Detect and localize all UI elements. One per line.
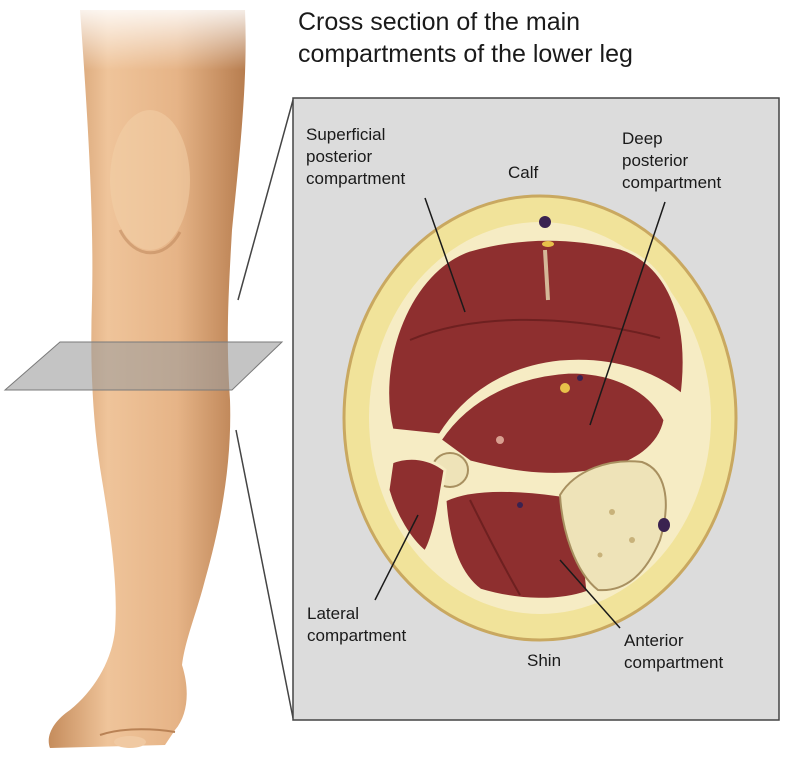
cross-section [342, 194, 738, 642]
knee-crease [118, 229, 182, 255]
deep-vessel-dark [577, 375, 583, 381]
deep-vessel-yellow [560, 383, 570, 393]
midline-septum [543, 249, 550, 301]
leader-superficial [424, 197, 466, 313]
connector-line-top [237, 99, 294, 301]
leg-top-fade [60, 0, 260, 70]
tibia-texture-2 [629, 537, 635, 543]
tibia-texture-1 [609, 509, 615, 515]
title-line-1: Cross section of the main [298, 8, 581, 36]
label-lateral-line-1: Lateral [307, 604, 359, 623]
label-lateral: Lateral compartment [307, 603, 406, 647]
label-deep-line-2: posterior [622, 151, 689, 170]
deep-posterior-muscle [437, 370, 667, 476]
anterior-vessel [517, 502, 523, 508]
leader-lines [374, 197, 666, 629]
leader-deep [589, 201, 666, 426]
label-superficial-posterior: Superficial posterior compartment [306, 124, 405, 190]
label-superficial-line-3: compartment [306, 169, 406, 188]
anterior-muscle-septum [469, 499, 521, 596]
lateral-muscle [386, 456, 447, 555]
label-deep-line-1: Deep [622, 129, 663, 148]
label-shin: Shin [527, 651, 562, 670]
label-superficial-line-1: Superficial [306, 125, 386, 144]
leader-lateral [374, 514, 419, 601]
superficial-posterior-muscle [386, 237, 686, 437]
small-saphenous-vessel [539, 216, 551, 228]
nerve-yellow [542, 241, 554, 247]
leader-anterior [559, 559, 621, 629]
deep-vessel-2 [496, 436, 504, 444]
toes-line [99, 728, 176, 736]
tibia-bone [558, 460, 667, 592]
label-anterior-line-1: Anterior [624, 631, 684, 650]
label-calf: Calf [508, 163, 539, 182]
big-toe [114, 736, 146, 748]
section-plane [3, 341, 284, 391]
label-anterior: Anterior compartment [624, 630, 723, 674]
title-line-2: compartments of the lower leg [298, 40, 633, 68]
great-saphenous-vessel [658, 518, 670, 532]
label-deep-posterior: Deep posterior compartment [622, 128, 721, 194]
label-lateral-line-2: compartment [307, 626, 407, 645]
tibia-texture-3 [597, 552, 603, 558]
label-superficial-line-2: posterior [306, 147, 373, 166]
connector-line-bottom [235, 429, 294, 719]
label-deep-line-3: compartment [622, 173, 722, 192]
label-anterior-line-2: compartment [624, 653, 724, 672]
kneecap-highlight [110, 110, 190, 250]
